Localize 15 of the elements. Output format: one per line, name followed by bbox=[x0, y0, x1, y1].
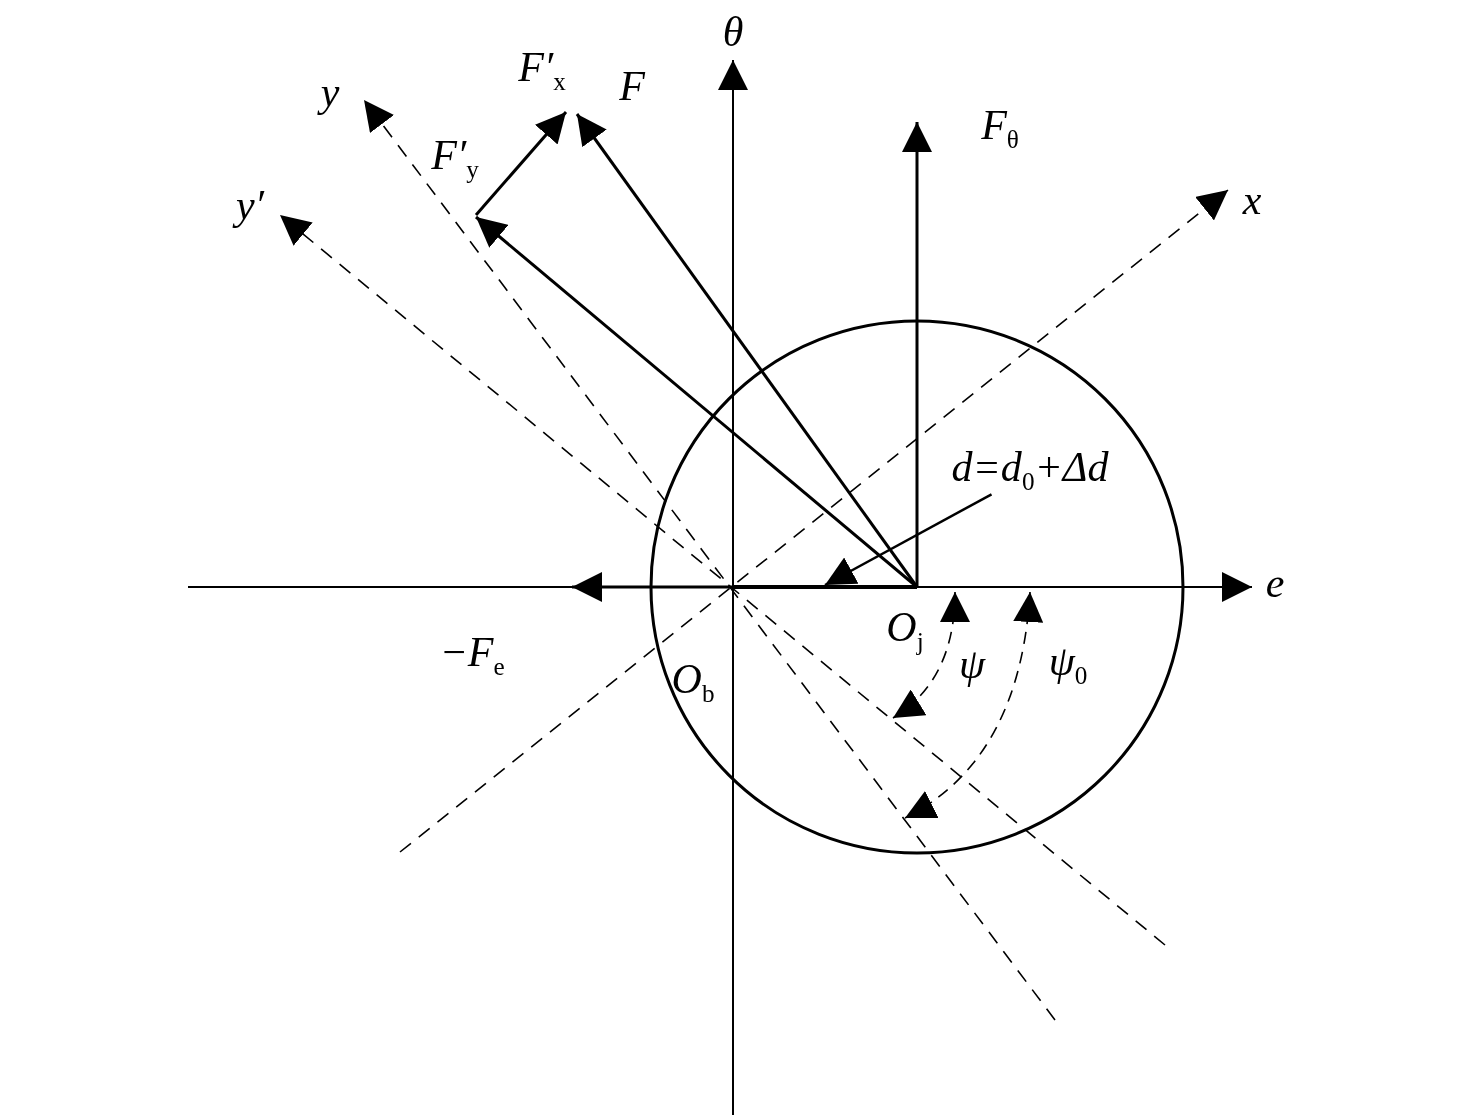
symbol-label: F′$_{x}$ bbox=[518, 45, 566, 95]
symbol-label: e bbox=[1265, 562, 1285, 604]
symbol-label: ψ bbox=[958, 643, 986, 685]
equation-label: d=d$_{0}$+Δd bbox=[951, 445, 1109, 495]
symbol-label: F′$_{y}$ bbox=[431, 133, 479, 183]
symbol-label: O$_{j}$ bbox=[886, 605, 924, 655]
symbol-label: −F$_{e}$ bbox=[439, 630, 505, 680]
symbol-label: x bbox=[1242, 179, 1262, 221]
symbol-label: O$_{b}$ bbox=[671, 657, 715, 707]
distance-segment bbox=[733, 585, 917, 589]
symbol-label: F bbox=[619, 65, 645, 107]
symbol-label: θ bbox=[722, 11, 744, 53]
leader-arrow bbox=[824, 493, 993, 587]
symbol-label: F$_{θ}$ bbox=[981, 103, 1019, 153]
symbol-label: ψ$_{0}$ bbox=[1048, 639, 1088, 689]
